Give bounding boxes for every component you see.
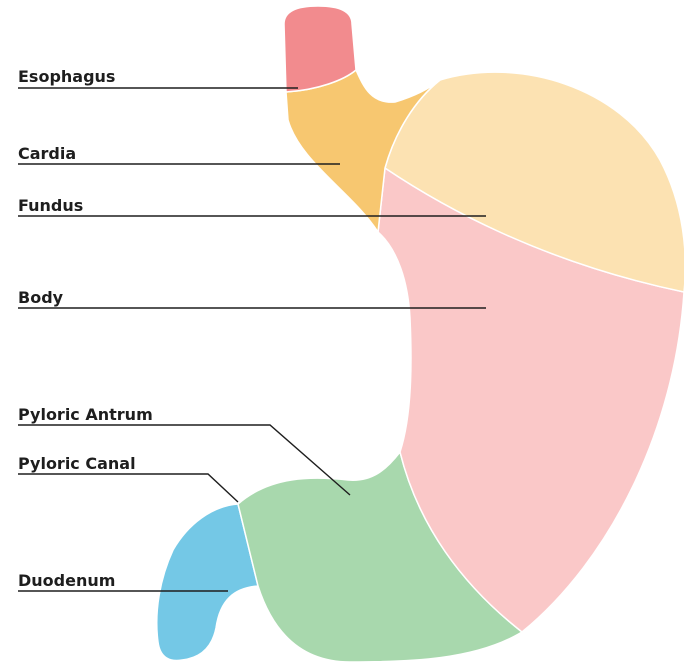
pyloric-canal-leader bbox=[18, 474, 238, 502]
esophagus-label: Esophagus bbox=[18, 67, 115, 86]
cardia-label: Cardia bbox=[18, 144, 76, 163]
pyloric-canal-label: Pyloric Canal bbox=[18, 454, 136, 473]
pyloric-antrum-label: Pyloric Antrum bbox=[18, 405, 153, 424]
duodenum-label: Duodenum bbox=[18, 571, 115, 590]
duodenum-region bbox=[157, 504, 258, 660]
fundus-label: Fundus bbox=[18, 196, 83, 215]
body-label: Body bbox=[18, 288, 64, 307]
